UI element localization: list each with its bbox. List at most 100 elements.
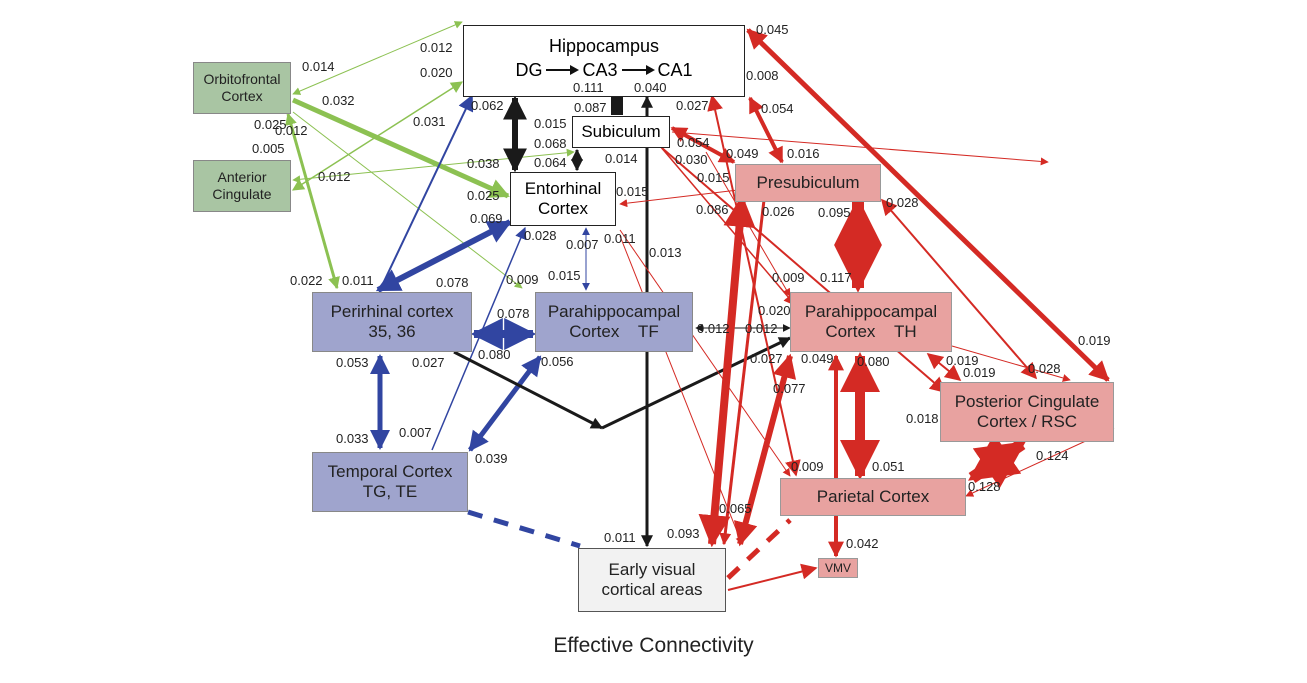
weight-label: 0.051 (872, 459, 905, 474)
weight-label: 0.020 (758, 303, 791, 318)
subiculum-node: Subiculum (572, 116, 670, 148)
edge-orbitofrontal-hippocampus (292, 21, 463, 95)
edge-orbitofrontal-perirhinal (285, 112, 340, 290)
posterior-cingulate-line1: Posterior Cingulate (954, 391, 1100, 411)
edge-th-pcc-2 (951, 345, 1071, 382)
weight-label: 0.028 (1028, 361, 1061, 376)
edge-subiculum-hippocampus (611, 97, 623, 115)
weight-label: 0.015 (548, 268, 581, 283)
edge-presubiculum-early-visual (698, 194, 756, 548)
weight-label: 0.062 (471, 98, 504, 113)
weight-label: 0.013 (649, 245, 682, 260)
entorhinal-node: Entorhinal Cortex (510, 172, 616, 226)
weight-label: 0.016 (787, 146, 820, 161)
edge-entorhinal-early-visual (619, 235, 744, 545)
weight-label: 0.012 (697, 321, 730, 336)
weight-label: 0.025 (254, 117, 287, 132)
edge-temporal-early-visual (467, 509, 581, 549)
weight-label: 0.014 (302, 59, 335, 74)
subiculum-label: Subiculum (581, 121, 661, 141)
edge-temporal-entorhinal (431, 226, 527, 451)
weight-label: 0.087 (574, 100, 607, 115)
weight-label: 0.080 (857, 354, 890, 369)
early-visual-node: Early visual cortical areas (578, 548, 726, 612)
weight-label: 0.015 (697, 170, 730, 185)
hippocampus-node: Hippocampus DG CA3 CA1 (463, 25, 745, 97)
weight-label: 0.033 (336, 431, 369, 446)
weight-label: 0.012 (275, 123, 308, 138)
orbitofrontal-line2: Cortex (221, 88, 263, 104)
weight-label: 0.012 (745, 321, 778, 336)
edge-parahippocampal-tf-temporal (468, 355, 542, 452)
weight-label: 0.038 (467, 156, 500, 171)
edge-early-visual-parietal (726, 518, 792, 580)
parahippocampal-th-line2: Cortex TH (825, 322, 917, 341)
weight-label: 0.031 (413, 114, 446, 129)
edge-early-visual-vmv (727, 563, 818, 591)
parahippocampal-tf-line2: Cortex TF (569, 322, 659, 341)
weight-label: 0.028 (886, 195, 919, 210)
parahippocampal-th-line1: Parahippocampal (804, 301, 938, 321)
ca3-label: CA3 (582, 59, 618, 80)
parietal-label: Parietal Cortex (816, 486, 930, 506)
anterior-cingulate-node: Anterior Cingulate (193, 160, 291, 212)
edge-th-pcc (926, 352, 962, 382)
parahippocampal-tf-line1: Parahippocampal (547, 301, 681, 321)
weight-label: 0.054 (761, 101, 794, 116)
temporal-line1: Temporal Cortex (327, 461, 453, 481)
entorhinal-line2: Cortex (537, 199, 589, 218)
weight-label: 0.086 (696, 202, 729, 217)
weight-label: 0.008 (746, 68, 779, 83)
edge-v-left (453, 350, 604, 430)
weight-label: 0.014 (605, 151, 638, 166)
weight-label: 0.028 (524, 228, 557, 243)
weight-label: 0.056 (541, 354, 574, 369)
edges-layer (285, 21, 1115, 591)
figure-caption: Effective Connectivity (553, 634, 754, 657)
perirhinal-line2: 35, 36 (368, 322, 416, 341)
perirhinal-node: Perirhinal cortex 35, 36 (312, 292, 472, 352)
presubiculum-label: Presubiculum (756, 172, 860, 192)
perirhinal-line1: Perirhinal cortex (330, 301, 454, 321)
edge-early-visual-th (733, 353, 797, 547)
weight-label: 0.128 (968, 479, 1001, 494)
weight-label: 0.049 (726, 146, 759, 161)
edge-perirhinal-entorhinal (375, 219, 513, 293)
weight-label: 0.009 (506, 272, 539, 287)
parietal-cortex-node: Parietal Cortex (780, 478, 966, 516)
weight-label: 0.027 (412, 355, 445, 370)
weight-label: 0.078 (497, 306, 530, 321)
weight-label: 0.064 (534, 155, 567, 170)
temporal-cortex-node: Temporal Cortex TG, TE (312, 452, 468, 512)
weight-label: 0.025 (467, 188, 500, 203)
weight-label: 0.095 (818, 205, 851, 220)
parahippocampal-th-node: Parahippocampal Cortex TH (790, 292, 952, 352)
parahippocampal-tf-node: Parahippocampal Cortex TF (535, 292, 693, 352)
weight-label: 0.027 (676, 98, 709, 113)
weight-label: 0.011 (604, 530, 636, 545)
weight-label: 0.015 (616, 184, 649, 199)
weight-label: 0.078 (436, 275, 469, 290)
arrow-right-icon (621, 65, 655, 76)
presubiculum-node: Presubiculum (735, 164, 881, 202)
weight-label: 0.077 (773, 381, 806, 396)
weight-label: 0.045 (756, 22, 789, 37)
posterior-cingulate-line2: Cortex / RSC (976, 412, 1078, 431)
temporal-line2: TG, TE (362, 482, 418, 501)
weight-label: 0.117 (820, 270, 852, 285)
weight-label: 0.032 (322, 93, 355, 108)
weight-label: 0.007 (566, 237, 599, 252)
edge-parietal-pcc (968, 433, 1026, 489)
weight-label: 0.022 (290, 273, 323, 288)
early-visual-line1: Early visual (608, 559, 696, 579)
weight-label: 0.040 (634, 80, 667, 95)
weight-label: 0.005 (252, 141, 285, 156)
weight-label: 0.039 (475, 451, 508, 466)
weight-label: 0.027 (750, 351, 783, 366)
weight-label: 0.065 (719, 501, 752, 516)
edge-subiculum-th-3 (705, 151, 791, 297)
weight-label: 0.069 (470, 211, 503, 226)
weight-label: 0.011 (604, 231, 636, 246)
weight-label: 0.019 (946, 353, 979, 368)
